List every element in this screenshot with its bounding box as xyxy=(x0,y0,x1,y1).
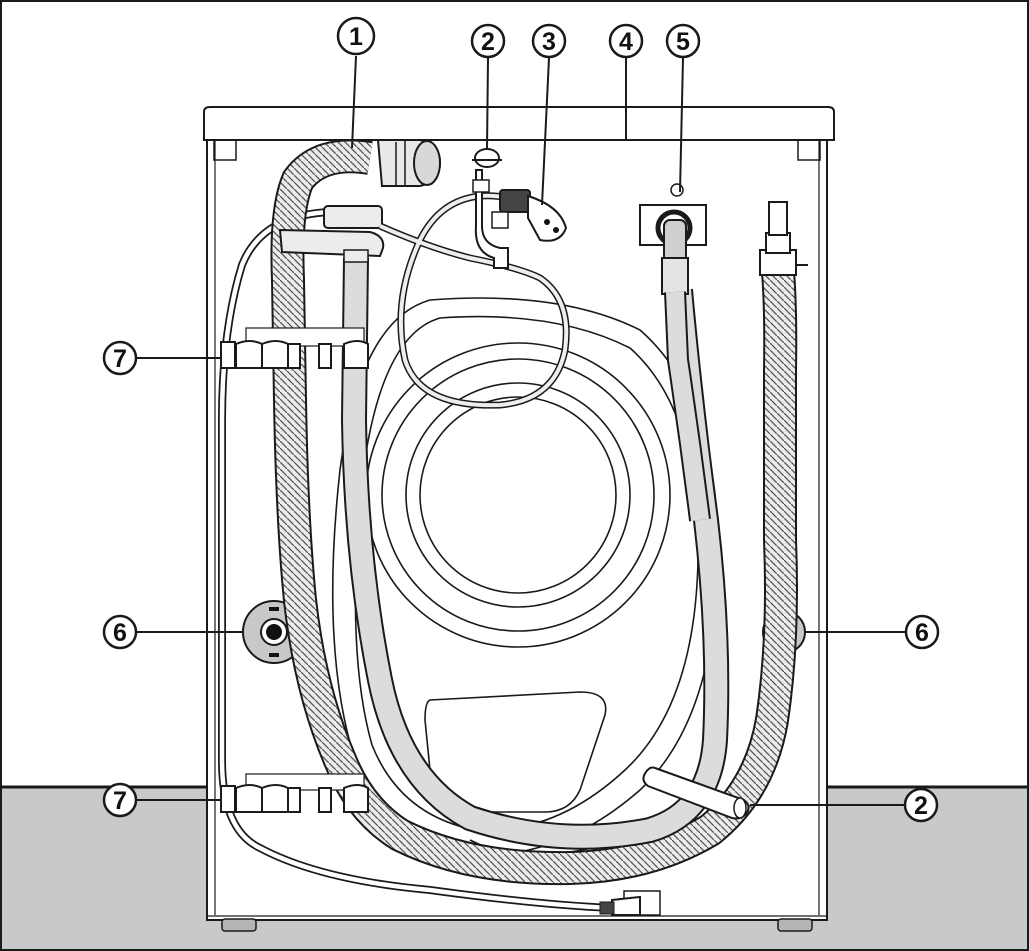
drain-hose-end xyxy=(759,201,808,276)
leader-3 xyxy=(541,57,550,206)
callout-2-bottom-label: 2 xyxy=(914,792,928,820)
callout-6-left: 6 xyxy=(102,614,138,650)
hose-holder-bottom xyxy=(642,766,750,820)
callout-7-bottom: 7 xyxy=(102,782,138,818)
callout-5: 5 xyxy=(665,23,701,59)
water-inlet-valve xyxy=(639,183,707,295)
callout-6-right: 6 xyxy=(904,614,940,650)
drain-hose xyxy=(270,139,798,886)
callout-3: 3 xyxy=(531,23,567,59)
power-plug-bottom xyxy=(599,890,661,916)
callout-2-bottom: 2 xyxy=(903,787,939,823)
callout-2-top: 2 xyxy=(470,23,506,59)
hose-bracket-top xyxy=(278,205,385,263)
leader-1 xyxy=(351,55,357,149)
machine-feet xyxy=(221,918,813,932)
power-plug xyxy=(499,189,568,242)
leader-lines xyxy=(137,55,906,806)
hose-holder-top xyxy=(472,148,509,269)
hose-clips-bottom xyxy=(220,773,369,813)
hose-clips-top xyxy=(220,327,369,369)
callout-1: 1 xyxy=(336,16,376,56)
callout-3-label: 3 xyxy=(542,28,556,56)
callout-6-left-label: 6 xyxy=(113,619,127,647)
leader-2-top xyxy=(486,57,489,151)
callout-5-label: 5 xyxy=(676,28,690,56)
callout-4-label: 4 xyxy=(619,28,633,56)
inlet-hose xyxy=(664,291,711,522)
callout-7-top-label: 7 xyxy=(113,345,127,373)
drain-hose-fitting xyxy=(376,139,442,187)
callout-7-top: 7 xyxy=(102,340,138,376)
callout-7-bottom-label: 7 xyxy=(113,787,127,815)
callout-1-label: 1 xyxy=(349,23,363,51)
callout-4: 4 xyxy=(608,23,644,59)
callout-6-right-label: 6 xyxy=(915,619,929,647)
leader-5 xyxy=(679,57,684,193)
callout-2-top-label: 2 xyxy=(481,28,495,56)
machine-lid xyxy=(203,106,835,141)
power-cable-left xyxy=(218,208,613,912)
